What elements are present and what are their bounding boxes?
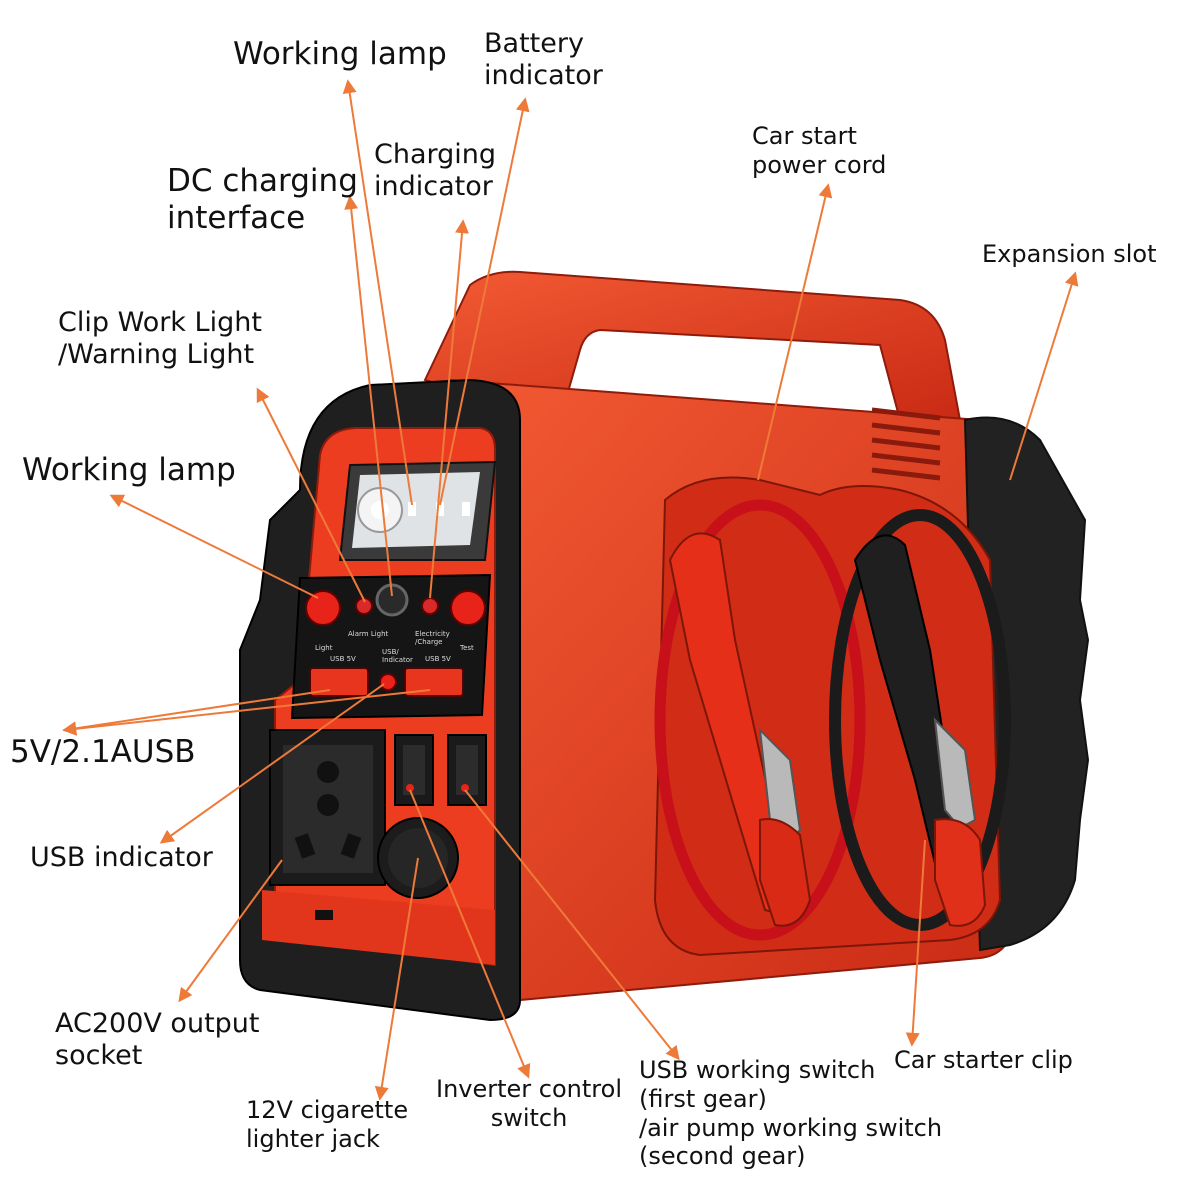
label-car-start-power-cord: Car start power cord — [752, 122, 887, 179]
side-vents — [871, 407, 941, 481]
label-inverter-switch: Inverter control switch — [436, 1075, 622, 1132]
charging-led — [421, 597, 439, 615]
panel-text-usb-indicator: USB/Indicator — [382, 648, 413, 664]
annotation-arrows — [62, 79, 1079, 1101]
red-clamp — [668, 532, 812, 927]
label-working-lamp-left: Working lamp — [22, 452, 236, 488]
working-lamp-window — [338, 460, 497, 561]
red-power-cord — [654, 499, 866, 941]
light-button — [305, 590, 341, 626]
label-usb-5v: 5V/2.1AUSB — [10, 734, 196, 770]
label-usb-switch: USB working switch (first gear) /air pum… — [639, 1056, 943, 1171]
ac-output-socket — [269, 729, 386, 886]
label-working-lamp-top: Working lamp — [233, 36, 447, 72]
panel-printed-text: Light Alarm Light USB/Indicator Electric… — [315, 630, 474, 664]
usb-port-left — [309, 667, 369, 697]
panel-text-light: Light — [315, 644, 333, 652]
label-usb-indicator: USB indicator — [30, 842, 213, 873]
carry-handle — [423, 270, 962, 422]
panel-text-test: Test — [459, 644, 474, 652]
control-panel — [290, 573, 492, 720]
label-dc-charging-interface: DC charging interface — [167, 163, 358, 237]
black-clamp — [853, 534, 987, 927]
panel-text-electricity: Electricity/Charge — [415, 630, 450, 646]
panel-text-usb-left: USB 5V — [330, 655, 356, 663]
panel-text-alarm: Alarm Light — [348, 630, 389, 638]
label-charging-indicator: Charging indicator — [374, 139, 497, 203]
label-expansion-slot: Expansion slot — [982, 240, 1157, 268]
label-battery-indicator: Battery indicator — [484, 28, 603, 92]
usb-indicator-led — [379, 673, 397, 691]
dc-charging-port — [375, 583, 409, 617]
label-cigarette-jack: 12V cigarette lighter jack — [246, 1096, 409, 1153]
panel-text-usb-right: USB 5V — [425, 655, 451, 663]
label-clip-work-light: Clip Work Light /Warning Light — [58, 307, 262, 371]
label-car-starter-clip: Car starter clip — [894, 1046, 1073, 1074]
label-ac-socket: AC200V output socket — [55, 1008, 260, 1072]
test-button — [450, 590, 486, 626]
usb-port-right — [404, 667, 464, 697]
